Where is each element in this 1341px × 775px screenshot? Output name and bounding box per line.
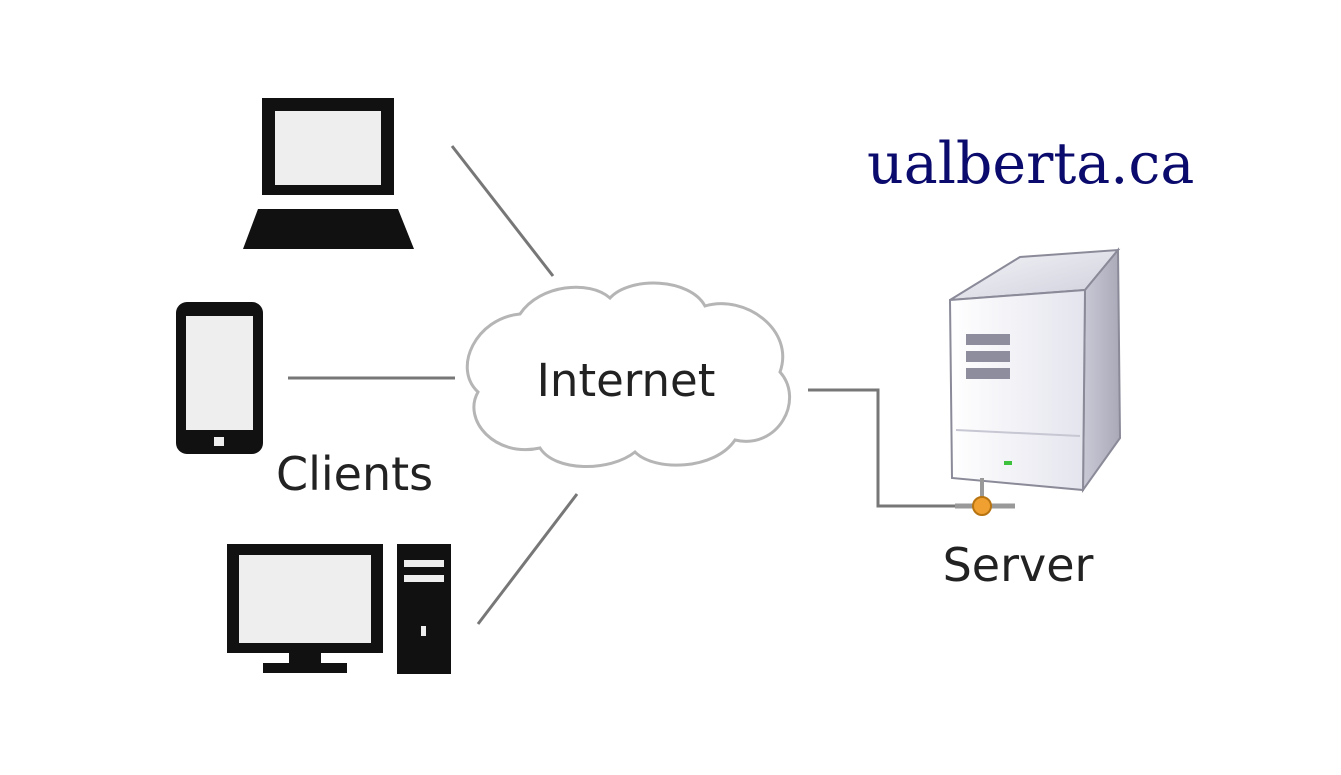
connection-lines — [288, 145, 955, 625]
network-connector-icon — [955, 478, 1015, 516]
desktop-computer-icon — [227, 544, 451, 674]
laptop-to-internet-line — [450, 145, 555, 277]
smartphone-icon — [176, 302, 263, 454]
desktop-to-internet-line — [476, 493, 579, 625]
internet-label: Internet — [537, 354, 716, 407]
server-label: Server — [943, 538, 1094, 592]
internet-to-server-line — [808, 388, 955, 508]
clients-label: Clients — [276, 447, 433, 501]
laptop-icon — [243, 98, 414, 249]
server-tower-icon — [948, 247, 1122, 494]
cloud-icon — [465, 281, 792, 468]
domain-label: ualberta.ca — [867, 131, 1194, 197]
